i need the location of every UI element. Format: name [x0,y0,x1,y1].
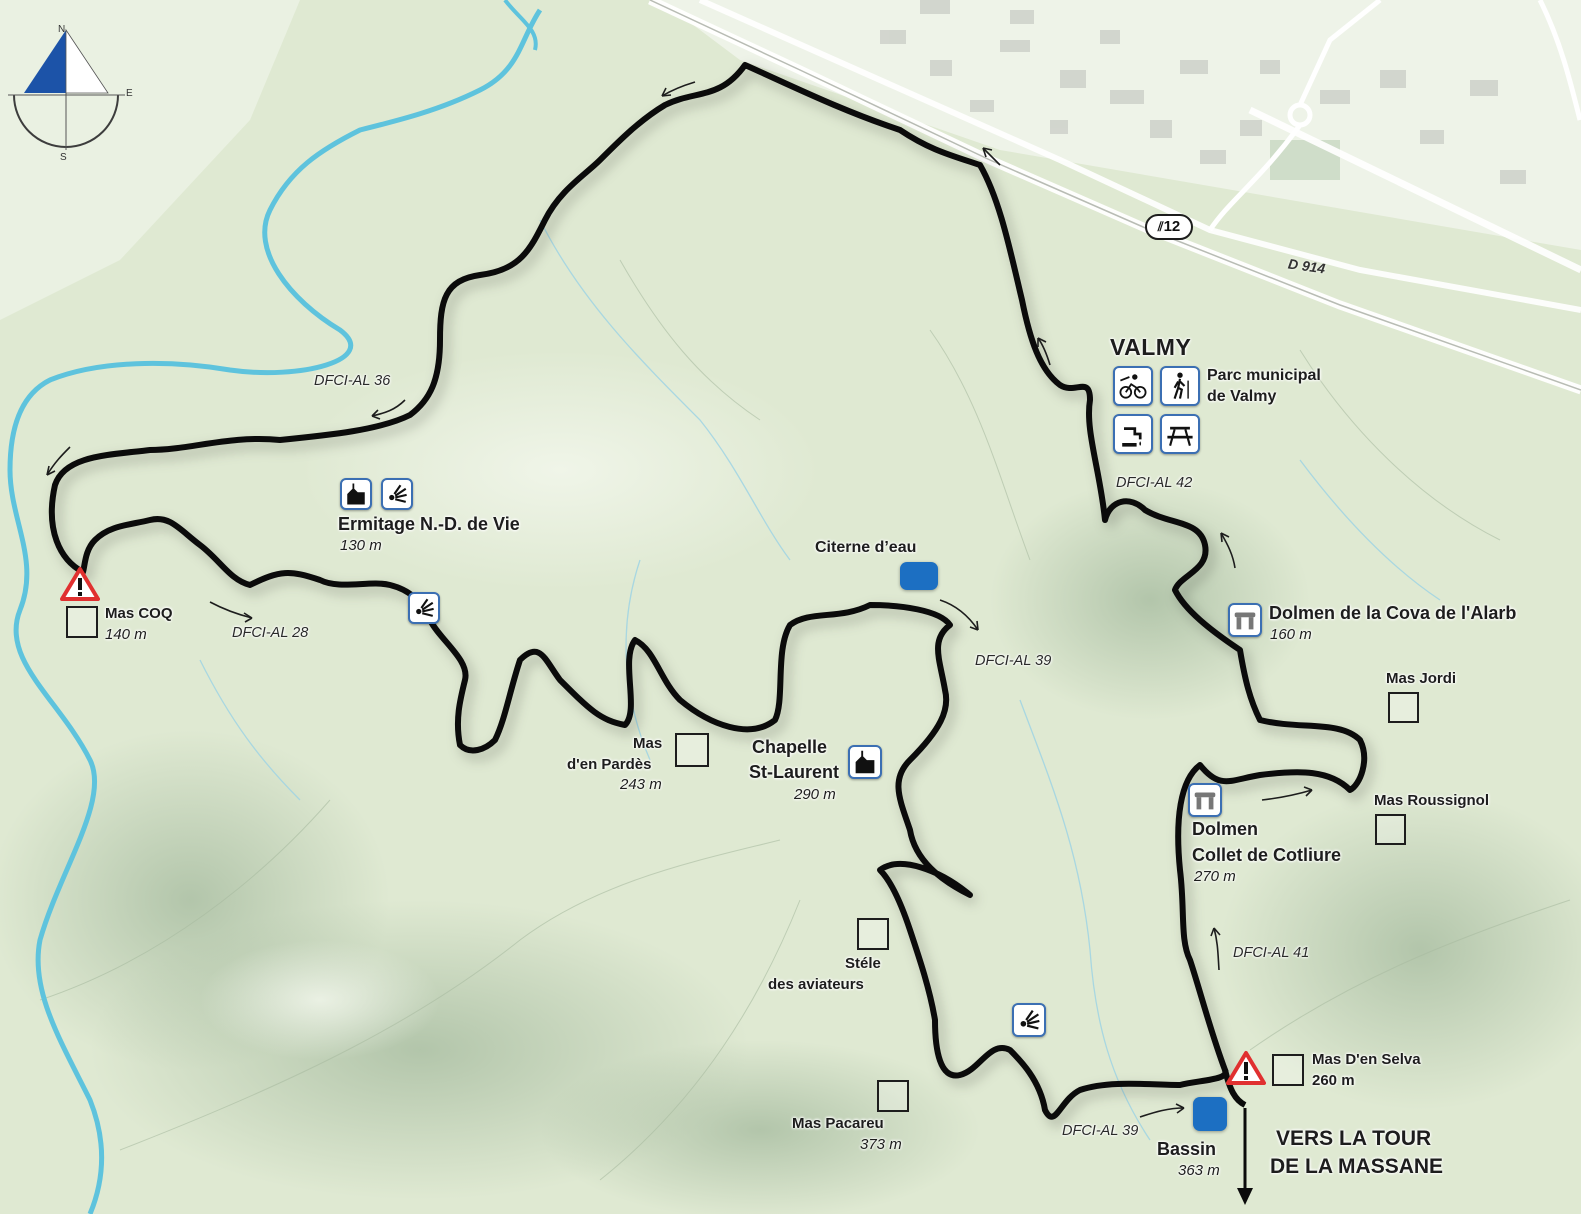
direction-line2: DE LA MASSANE [1270,1155,1444,1178]
building-mas-selva [1272,1054,1304,1086]
parc-label-line2: de Valmy [1207,388,1277,405]
dolmen-collet-line1: Dolmen [1192,819,1259,839]
building-mas-pardes [675,733,709,767]
chapelle-altitude: 290 m [794,786,836,803]
mas-roussignol-name: Mas Roussignol [1374,792,1490,809]
mas-pacareu-name: Mas Pacareu [792,1115,884,1132]
building-stele [857,918,889,950]
dolmen-collet-altitude: 270 m [1194,868,1236,885]
dolmen-alarb-altitude: 160 m [1270,626,1312,643]
citerne-label: Citerne d’eau [815,539,917,556]
mas-coq-name: Mas COQ [105,605,173,622]
compass-east: E [126,88,133,99]
hiking-route [48,62,1368,1120]
building-mas-jordi [1388,692,1419,723]
building-mas-roussignol [1375,814,1406,845]
track-label-dfci-al-39-north: DFCI-AL 39 [975,653,1052,669]
warning-icon [1226,1050,1266,1086]
mas-pacareu-altitude: 373 m [860,1136,902,1153]
viewpoint-icon [408,592,440,624]
compass-south: S [60,152,67,163]
basin-icon [1193,1097,1227,1131]
mas-selva-altitude: 260 m [1312,1072,1355,1089]
stele-line2: des aviateurs [768,976,864,993]
dolmen-icon [1228,603,1262,637]
parc-label-line1: Parc municipal [1207,367,1321,384]
track-label-dfci-al-28: DFCI-AL 28 [232,625,309,641]
drinking-water-icon [1113,414,1153,454]
compass [8,28,125,150]
hiker-icon [1160,366,1200,406]
ermitage-altitude: 130 m [340,537,382,554]
dolmen-alarb-name: Dolmen de la Cova de l'Alarb [1269,603,1517,623]
viewpoint-icon [1012,1003,1046,1037]
mas-pardes-line1: Mas [633,735,663,752]
direction-arrows [46,81,1313,1118]
picnic-table-icon [1160,414,1200,454]
compass-north: N [58,24,66,35]
mas-selva-name: Mas D'en Selva [1312,1051,1421,1068]
bassin-name: Bassin [1157,1139,1217,1159]
stele-line1: Stéle [845,955,881,972]
road-n12-badge: ⫽12 [1145,214,1193,240]
track-label-dfci-al-36: DFCI-AL 36 [314,373,391,389]
track-label-dfci-al-42: DFCI-AL 42 [1116,475,1193,491]
direction-line1: VERS LA TOUR [1276,1127,1432,1150]
chapel-icon [340,478,372,510]
mas-coq-altitude: 140 m [105,626,147,643]
chapelle-line2: St-Laurent [749,762,839,782]
water-tank-icon [900,562,938,590]
ermitage-name: Ermitage N.-D. de Vie [338,514,520,534]
track-label-dfci-al-41: DFCI-AL 41 [1233,945,1310,961]
dolmen-icon [1188,783,1222,817]
viewpoint-icon [381,478,413,510]
river [7,8,543,1214]
bassin-altitude: 363 m [1178,1162,1220,1179]
mountain-bike-icon [1113,366,1153,406]
town-label-valmy: VALMY [1110,334,1192,360]
warning-icon [60,566,100,602]
chapelle-line1: Chapelle [752,737,828,757]
dolmen-collet-line2: Collet de Cotliure [1192,845,1342,865]
road-d914 [698,0,1581,313]
building-mas-coq [66,606,98,638]
building-mas-pacareu [877,1080,909,1112]
mas-jordi-name: Mas Jordi [1386,670,1457,687]
mas-pardes-line2: d'en Pardès [567,756,652,773]
chapel-icon [848,745,882,779]
mas-pardes-altitude: 243 m [620,776,662,793]
track-label-dfci-al-39-south: DFCI-AL 39 [1062,1123,1139,1139]
